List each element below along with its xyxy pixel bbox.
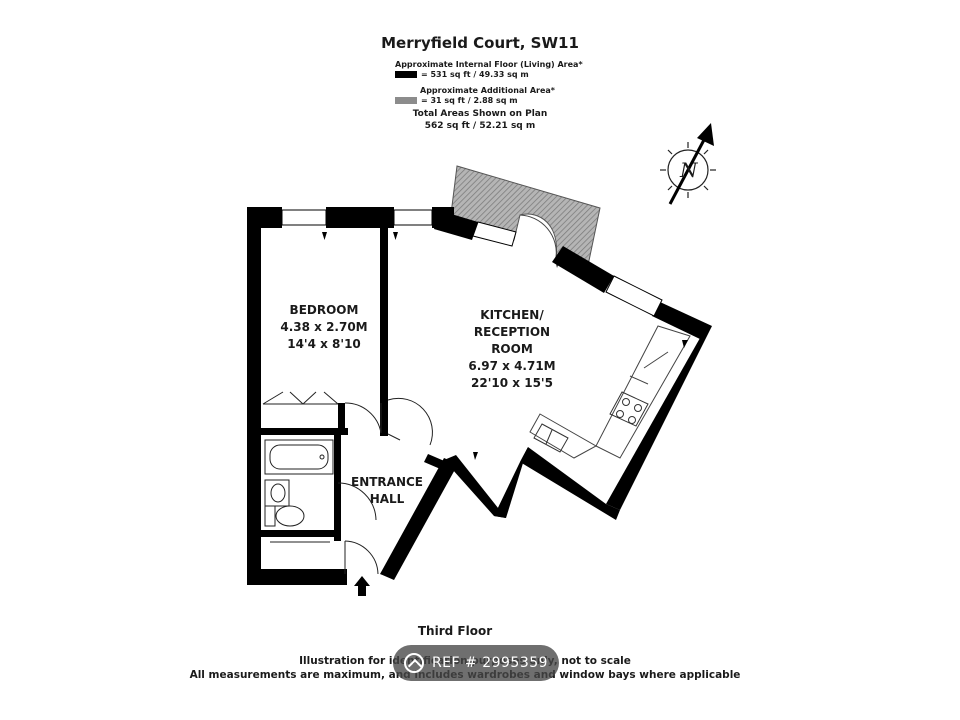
- kitchen-name-3: ROOM: [491, 342, 533, 356]
- bedroom-door: [344, 402, 382, 434]
- legend-additional-value: = 31 sq ft / 2.88 sq m: [421, 96, 518, 105]
- bathroom-door: [337, 482, 377, 521]
- room-label-bedroom: BEDROOM 4.38 x 2.70M 14'4 x 8'10: [280, 302, 367, 353]
- entrance-door: [344, 540, 379, 575]
- legend-living-row: = 531 sq ft / 49.33 sq m: [395, 70, 529, 79]
- additional-area-swatch: [395, 97, 417, 104]
- kitchen-name-1: KITCHEN/: [480, 308, 544, 322]
- legend-living-label: Approximate Internal Floor (Living) Area…: [395, 60, 583, 69]
- legend-total-value: 562 sq ft / 52.21 sq m: [424, 121, 536, 131]
- reference-watermark: REF # 2995359: [393, 645, 559, 681]
- hall-name-1: ENTRANCE: [351, 475, 423, 489]
- home-icon: [403, 653, 424, 673]
- markers: [322, 232, 688, 460]
- kitchen-imperial: 22'10 x 15'5: [471, 376, 553, 390]
- bedroom-name: BEDROOM: [289, 303, 359, 317]
- bedroom-imperial: 14'4 x 8'10: [287, 337, 361, 351]
- floor-label: Third Floor: [417, 624, 493, 638]
- toilet: [264, 505, 305, 527]
- legend-additional-row: = 31 sq ft / 2.88 sq m: [395, 96, 518, 105]
- windows: [281, 209, 663, 317]
- room-label-hall: ENTRANCE HALL: [351, 474, 423, 508]
- balcony-door-swing: [519, 214, 557, 259]
- entrance-arrow-icon: [354, 576, 370, 596]
- wardrobe: [262, 391, 339, 405]
- bedroom-metric: 4.38 x 2.70M: [280, 320, 368, 334]
- reference-text: REF # 2995359: [431, 655, 549, 671]
- legend-additional-label: Approximate Additional Area*: [420, 86, 555, 95]
- hall-name-2: HALL: [369, 492, 405, 506]
- living-area-swatch: [395, 71, 417, 78]
- plan-title: Merryfield Court, SW11: [381, 34, 579, 52]
- kitchen-door: [387, 397, 433, 446]
- legend-total-label: Total Areas Shown on Plan: [412, 109, 548, 119]
- kitchen-sink: [533, 423, 569, 453]
- interior-walls: [261, 228, 388, 541]
- kitchen-name-2: RECEPTION: [473, 325, 551, 339]
- compass-icon: [660, 123, 716, 205]
- hob: [609, 391, 649, 427]
- legend-living-value: = 531 sq ft / 49.33 sq m: [421, 70, 529, 79]
- exterior-walls: [247, 207, 712, 585]
- bathtub: [264, 439, 334, 475]
- kitchen-worktop: [529, 325, 691, 459]
- kitchen-metric: 6.97 x 4.71M: [468, 359, 556, 373]
- basin: [264, 479, 290, 507]
- compass-letter: N: [680, 158, 698, 182]
- room-label-kitchen: KITCHEN/ RECEPTION ROOM 6.97 x 4.71M 22'…: [468, 307, 555, 392]
